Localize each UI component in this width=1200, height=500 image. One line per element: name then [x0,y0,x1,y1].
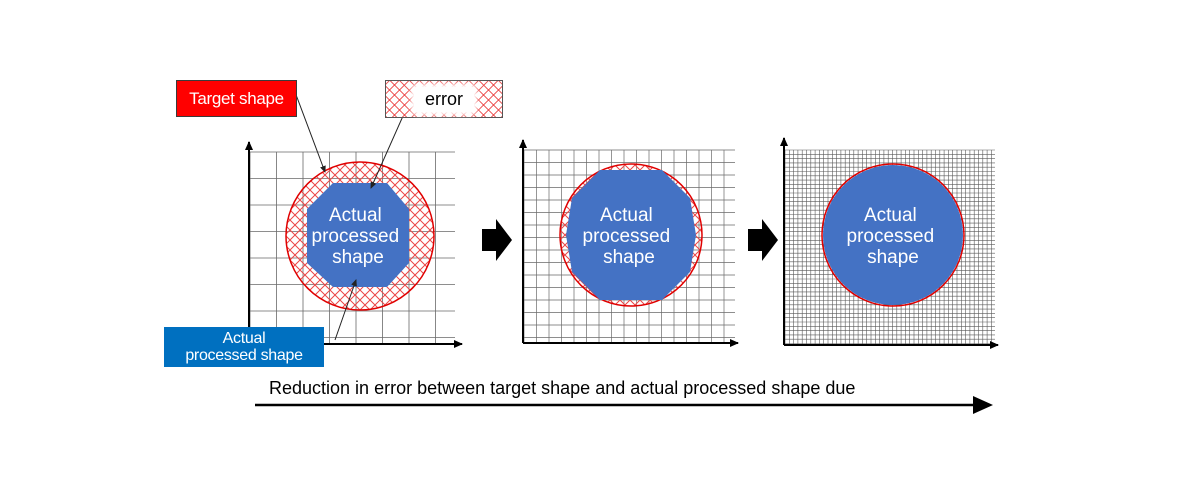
reduction-caption: Reduction in error between target shape … [269,378,856,398]
processed-shape-text: Actual processed shape [312,205,405,268]
panel-coarse: Actual processed shape [245,141,463,348]
leader-error [370,106,408,189]
leader-target [294,91,326,173]
actual-processed-shape-label: Actual processed shape [164,327,324,367]
processed-shape-text: Actual processed shape [847,205,940,268]
actual-label-line2: processed shape [185,347,303,364]
processed-shape-text: Actual processed shape [583,205,676,268]
error-text: error [413,86,474,112]
target-shape-label: Target shape [176,80,297,117]
target-circle [821,163,965,307]
processed-shape [307,183,409,287]
reduction-arrow-head [973,396,993,414]
transition-arrow-1 [482,219,512,261]
leader-actual [334,279,357,341]
target-shape-text: Target shape [189,88,284,108]
processed-shape [566,170,696,300]
actual-label-line1: Actual [222,330,266,347]
panel-fine: Actual processed shape [780,137,999,349]
processed-shape [823,165,963,305]
error-label: error [385,80,503,118]
panel-medium: Actual processed shape [519,139,739,347]
transition-arrow-2 [748,219,778,261]
